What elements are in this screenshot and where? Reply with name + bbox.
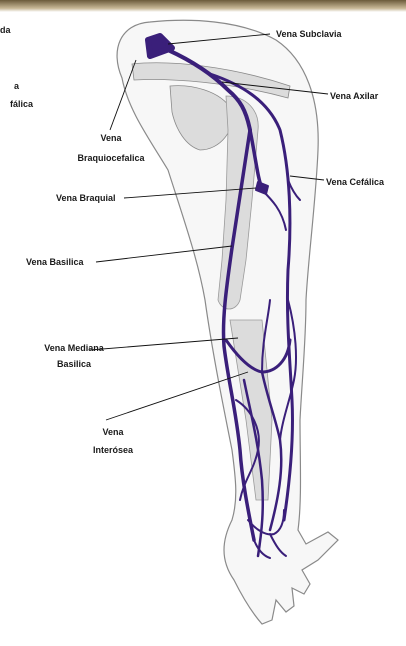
cut-label-3: fálica (10, 98, 33, 110)
label-vena-mediana-line2: Basilica (28, 358, 120, 370)
label-vena-braquiocefalica-line1: Vena (56, 132, 166, 144)
label-vena-cefalica: Vena Cefálica (326, 176, 384, 188)
label-vena-braquial: Vena Braquial (56, 192, 116, 204)
label-vena-interosea-line2: Interósea (78, 444, 148, 456)
label-vena-braquiocefalica-line2: Braquiocefalica (56, 152, 166, 164)
cut-label-1: da (0, 24, 11, 36)
label-vena-axilar: Vena Axilar (330, 90, 378, 102)
label-vena-mediana-line1: Vena Mediana (28, 342, 120, 354)
label-vena-interosea-line1: Vena (78, 426, 148, 438)
label-vena-subclavia: Vena Subclavia (276, 28, 342, 40)
cut-label-2: a (14, 80, 19, 92)
label-vena-basilica: Vena Basilica (26, 256, 84, 268)
